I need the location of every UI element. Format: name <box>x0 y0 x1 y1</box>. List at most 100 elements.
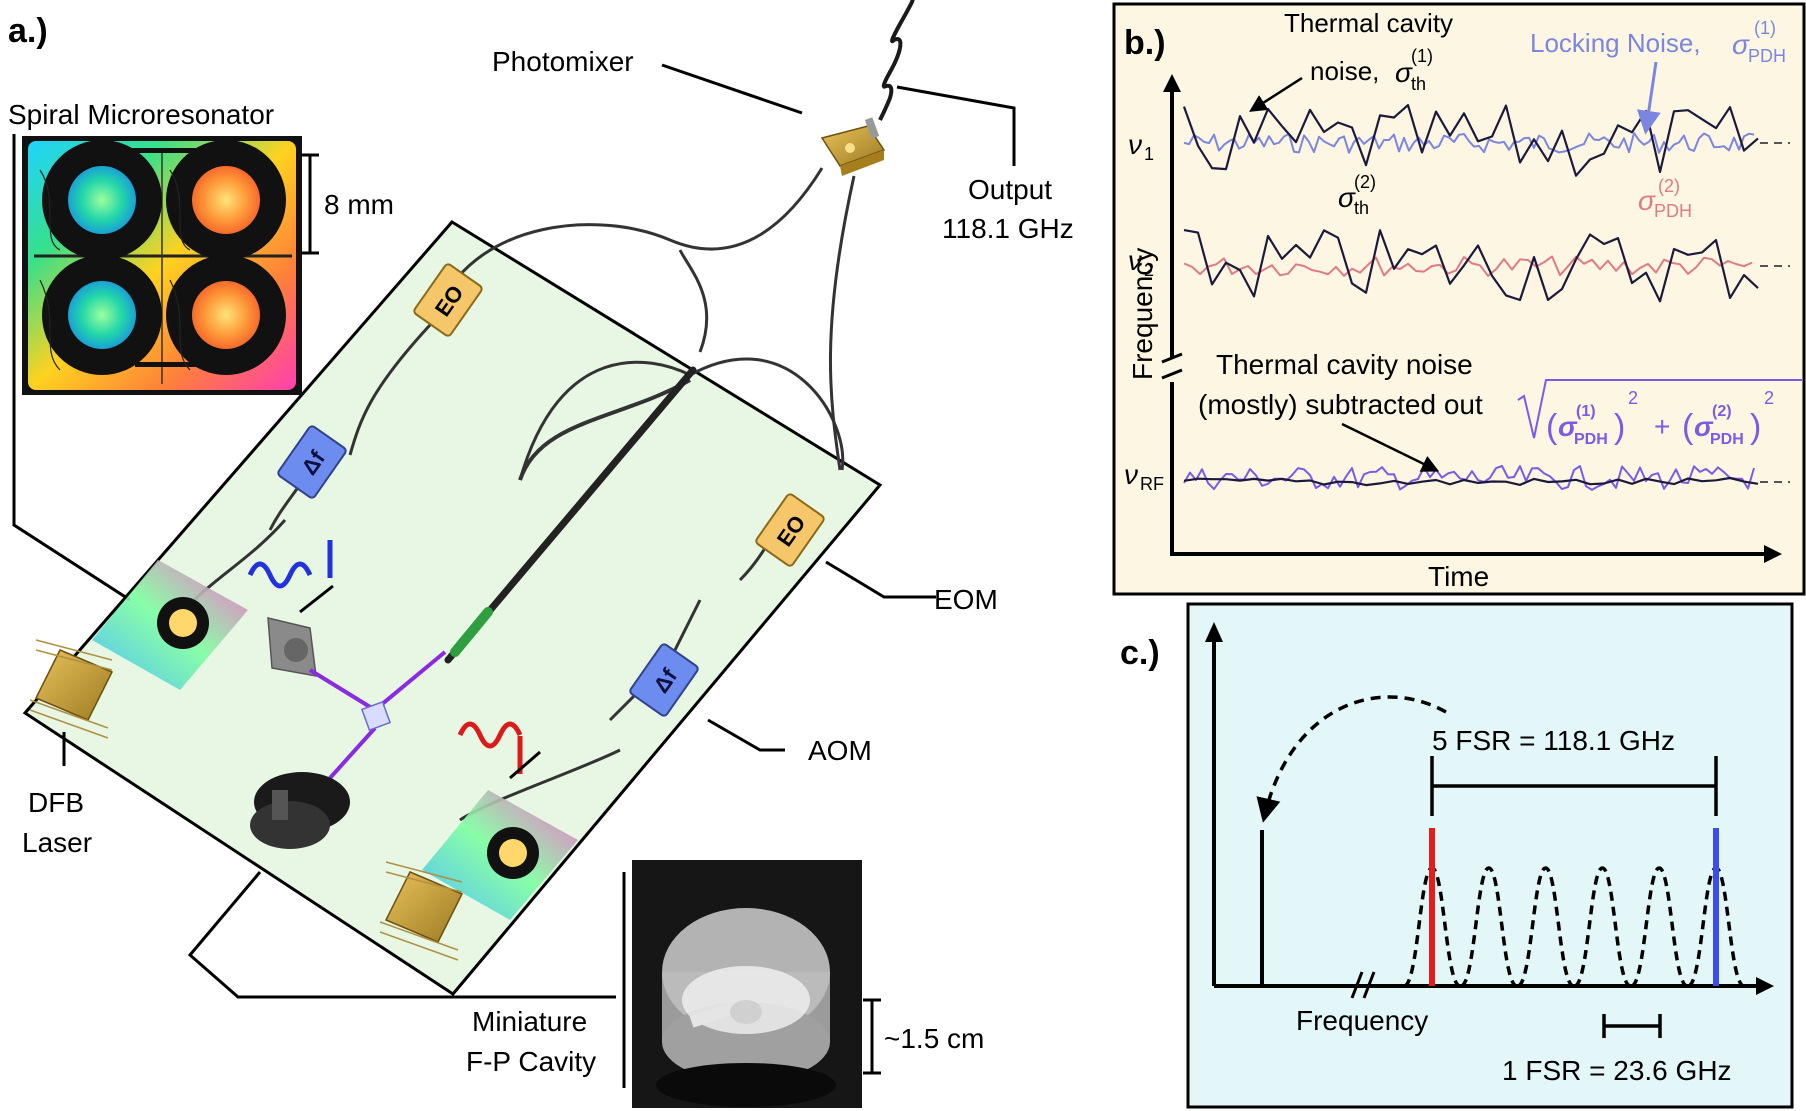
cavity-housing <box>250 772 350 849</box>
fsr1-bracket <box>1602 1014 1662 1038</box>
thermal-noise-1-label: noise, σ th (1) <box>1310 46 1433 94</box>
sigma-pdh2-sup: (2) <box>1658 176 1680 196</box>
aom-2: Δf <box>629 643 699 717</box>
axis-break <box>1161 352 1183 380</box>
sqrt-formula: ( σ PDH (1) ) 2 + ( σ PDH (2) ) 2 <box>1517 379 1802 448</box>
rf-residual-trace <box>1183 476 1759 487</box>
nu2-sub: 2 <box>1144 260 1154 280</box>
cavity-line1: Miniature <box>472 1006 587 1037</box>
sigma-pdh1-sub: PDH <box>1748 46 1786 66</box>
subtracted-line1: Thermal cavity noise <box>1216 349 1473 380</box>
sigma-pdh2-sub: PDH <box>1654 201 1692 221</box>
sqrt-sigma1: σ <box>1558 411 1578 442</box>
sqrt-plus: + <box>1654 411 1670 442</box>
sigma-th1-sub: th <box>1411 74 1426 94</box>
paren-open-2: ( <box>1682 408 1694 446</box>
c-x-axis-arrow <box>1756 977 1774 995</box>
panel-a-label: a.) <box>8 12 48 50</box>
sigma-pdh2: σ <box>1638 185 1656 216</box>
eo-modulator-1: EO <box>413 263 483 337</box>
locking-noise-text: Locking Noise, <box>1530 28 1701 58</box>
shift-arrow <box>1256 695 1447 823</box>
optical-board <box>22 220 883 996</box>
output-line2: 118.1 GHz <box>942 213 1074 244</box>
photomixer-device <box>820 117 886 176</box>
y-axis-label: Frequency <box>1127 248 1158 380</box>
nurf-label: ν RF <box>1124 459 1164 494</box>
sigma-th2-sup: (2) <box>1354 172 1376 192</box>
beam-splitter-cube <box>360 700 392 732</box>
sqrt-sup-2: 2 <box>1764 388 1774 408</box>
resonance-peak <box>1630 866 1689 988</box>
sigma-pdh1-sup: (1) <box>1754 18 1776 38</box>
thermal-noise-2-label: σ th (2) <box>1338 172 1376 218</box>
subtracted-line2: (mostly) subtracted out <box>1198 389 1483 420</box>
nu1-symbol: ν <box>1128 129 1142 160</box>
photomixer-label: Photomixer <box>492 46 634 77</box>
nurf-sub: RF <box>1140 474 1164 494</box>
nu1-sub: 1 <box>1144 144 1154 164</box>
nurf-symbol: ν <box>1124 459 1138 490</box>
panel-a: a.) <box>8 0 1074 1108</box>
resonance-peak <box>1573 866 1632 988</box>
dfb-laser-2 <box>379 861 464 961</box>
spiral-chip-2 <box>422 790 578 920</box>
sigma-th1: σ <box>1395 57 1413 88</box>
fsr1-label: 1 FSR = 23.6 GHz <box>1502 1055 1732 1086</box>
thermal-noise-trace-1 <box>1182 104 1759 177</box>
y-axis-arrow <box>1163 74 1181 92</box>
scale-bar-8mm <box>301 153 319 255</box>
scale-8mm-label: 8 mm <box>324 189 394 220</box>
output-wave <box>878 0 915 121</box>
red-leader <box>509 750 541 780</box>
fsr5-label: 5 FSR = 118.1 GHz <box>1432 725 1675 756</box>
sqrt-sigma1-sub: PDH <box>1574 431 1608 448</box>
nu1-label: ν 1 <box>1128 129 1154 164</box>
fiber-collimator <box>450 607 493 657</box>
spiral-label: Spiral Microresonator <box>8 99 274 130</box>
paren-close-1: ) <box>1614 408 1625 446</box>
eom-label: EOM <box>934 584 998 615</box>
sqrt-sigma2: σ <box>1694 411 1714 442</box>
dfb-line2: Laser <box>22 827 92 858</box>
c-axis-break <box>1350 971 1376 999</box>
output-line1: Output <box>968 174 1052 205</box>
resonance-peak <box>1459 866 1518 988</box>
sqrt-sigma1-sup: (1) <box>1576 403 1596 420</box>
dfb-laser-1 <box>29 639 114 739</box>
panel-c: c.) 5 FSR = 118.1 GHz Frequency 1 FSR = … <box>1120 602 1794 1109</box>
dfb-line1: DFB <box>28 787 84 818</box>
c-x-axis-label: Frequency <box>1296 1005 1428 1036</box>
x-axis-arrow <box>1764 545 1782 563</box>
locking-noise-trace-1 <box>1183 132 1755 154</box>
pdh-noise-2-label: σ PDH (2) <box>1638 176 1692 221</box>
paren-close-2: ) <box>1750 408 1761 446</box>
thermal-noise-prefix: noise, <box>1310 56 1379 86</box>
locking-noise-label: Locking Noise, σ PDH (1) <box>1530 18 1786 66</box>
thermal-title: Thermal cavity <box>1284 8 1453 38</box>
thermal-noise-1-arrow <box>1249 76 1303 112</box>
fsr5-bracket <box>1430 756 1718 816</box>
panel-b-background <box>1112 2 1806 596</box>
panel-b-label: b.) <box>1124 24 1166 62</box>
sigma-th1-sup: (1) <box>1411 46 1433 66</box>
panel-b: b.) Frequency Time ν 1 ν 2 ν RF <box>1112 2 1806 596</box>
blue-wave <box>247 561 313 589</box>
panel-c-background <box>1186 602 1794 1109</box>
fp-cavity-photo <box>632 860 862 1108</box>
red-wave <box>457 721 523 749</box>
scale-bar-15cm <box>863 998 881 1075</box>
sqrt-sigma2-sup: (2) <box>1712 403 1732 420</box>
noise-traces <box>1182 104 1759 491</box>
sigma-th2-sub: th <box>1354 198 1369 218</box>
sigma-pdh1: σ <box>1732 29 1750 60</box>
panel-c-label: c.) <box>1120 634 1160 672</box>
sigma-th2: σ <box>1338 182 1356 213</box>
aom-1: Δf <box>277 425 347 499</box>
thermal-noise-trace-2 <box>1183 229 1759 303</box>
x-axis-label: Time <box>1428 561 1489 592</box>
eo-modulator-2: EO <box>755 493 825 567</box>
subtracted-arrow <box>1341 422 1440 472</box>
baselines <box>1760 142 1790 483</box>
